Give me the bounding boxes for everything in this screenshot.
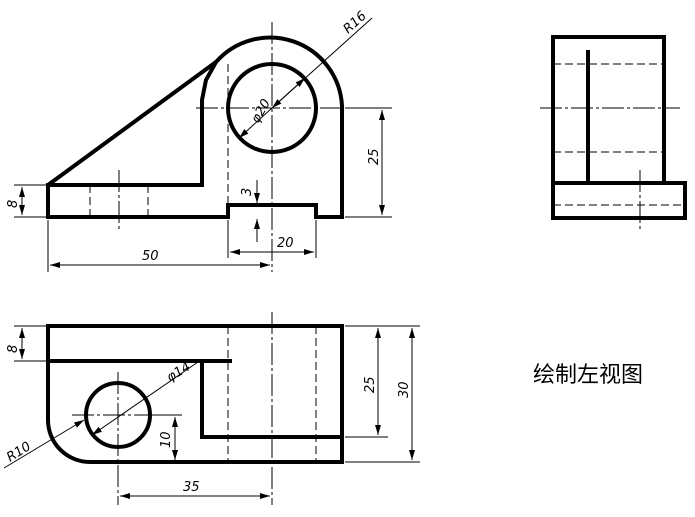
top-dim25-label: 25 xyxy=(363,376,378,393)
r16-label: R16 xyxy=(341,9,370,37)
top-view-step xyxy=(200,361,342,439)
dim35-label: 35 xyxy=(183,480,200,495)
side-view-base xyxy=(551,181,687,220)
phi14-label: φ14 xyxy=(164,359,193,385)
r10-label: R10 xyxy=(4,439,34,465)
top-view: 8 φ14 R10 10 25 30 35 xyxy=(3,312,420,505)
phi20-label: φ20 xyxy=(248,97,274,126)
side-view-upright xyxy=(551,35,666,183)
top-view-outline xyxy=(46,324,344,464)
dim20-label: 20 xyxy=(277,236,294,251)
phi20-leader xyxy=(238,77,306,139)
dim3-label: 3 xyxy=(240,188,255,196)
dim8-label: 8 xyxy=(6,200,21,208)
side-view xyxy=(540,35,687,230)
front-view-outline xyxy=(46,35,344,219)
top-dim8-label: 8 xyxy=(6,345,21,353)
caption: 绘制左视图 xyxy=(533,363,643,388)
front-view: R16 φ20 25 8 3 50 20 xyxy=(6,9,392,272)
dim25-label: 25 xyxy=(367,148,382,165)
dim30-label: 30 xyxy=(397,381,412,398)
dim10-label: 10 xyxy=(159,431,174,448)
phi14-leader xyxy=(91,361,199,436)
r10-leader xyxy=(3,419,85,469)
dim50-label: 50 xyxy=(142,249,159,264)
